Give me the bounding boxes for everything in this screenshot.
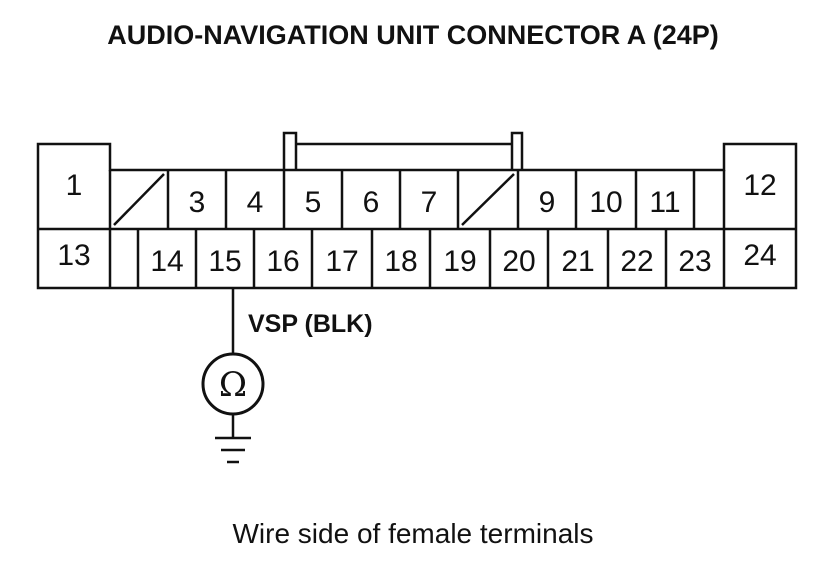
pin-21: 21 <box>561 245 594 278</box>
pin-24: 24 <box>743 239 776 272</box>
empty-cavity-2 <box>113 173 165 226</box>
diagram-caption: Wire side of female terminals <box>232 518 594 549</box>
pin-9: 9 <box>539 186 556 219</box>
locking-tab <box>282 131 524 170</box>
pin-20: 20 <box>502 245 535 278</box>
pin-10: 10 <box>589 186 622 219</box>
pin-23: 23 <box>678 245 711 278</box>
pin-6: 6 <box>363 186 380 219</box>
pin-5: 5 <box>305 186 322 219</box>
empty-cavity-8 <box>461 173 515 226</box>
pin-19: 19 <box>443 245 476 278</box>
pin-3: 3 <box>189 186 206 219</box>
pin-12: 12 <box>743 169 776 202</box>
pin-13: 13 <box>57 239 90 272</box>
diagram-title: AUDIO-NAVIGATION UNIT CONNECTOR A (24P) <box>107 20 719 50</box>
connector-outline <box>36 142 798 290</box>
pin-15: 15 <box>208 245 241 278</box>
pin-18: 18 <box>384 245 417 278</box>
pin-17: 17 <box>325 245 358 278</box>
pin-11: 11 <box>649 186 680 219</box>
pin-22: 22 <box>620 245 653 278</box>
pin-7: 7 <box>421 186 438 219</box>
ground-icon <box>215 436 251 464</box>
pin-1: 1 <box>66 169 83 202</box>
pin-4: 4 <box>247 186 264 219</box>
pin-14: 14 <box>150 245 183 278</box>
wire-label: VSP (BLK) <box>248 310 373 338</box>
ohmmeter-icon: Ω <box>201 352 265 416</box>
svg-text:Ω: Ω <box>219 365 247 405</box>
pin-16: 16 <box>266 245 299 278</box>
